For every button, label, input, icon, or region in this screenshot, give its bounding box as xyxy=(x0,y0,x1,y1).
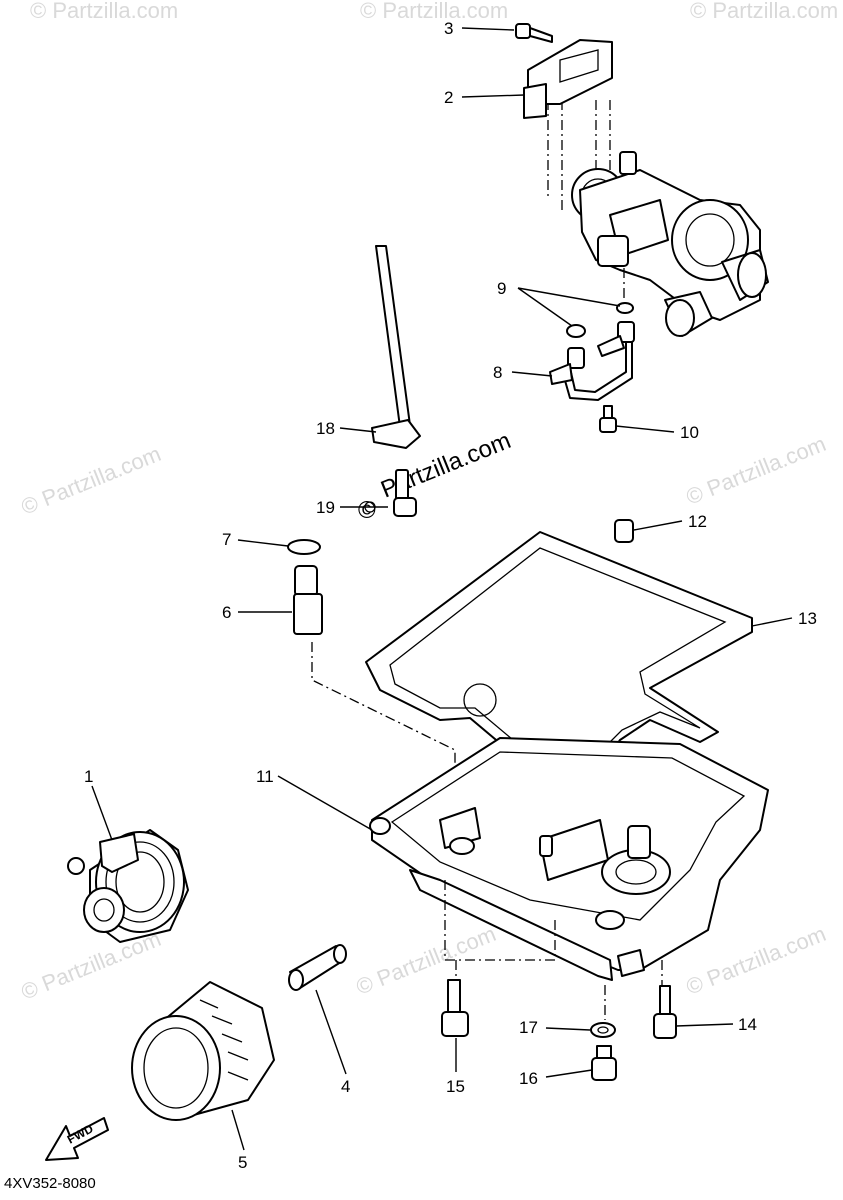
o-ring-part-7 xyxy=(287,539,321,555)
bolt-part-15 xyxy=(441,979,469,1037)
callout-10: 10 xyxy=(680,423,699,442)
callout-4: 4 xyxy=(341,1077,350,1096)
oil-strainer-pipe xyxy=(371,245,421,517)
callout-5: 5 xyxy=(238,1153,247,1172)
o-ring-part-9 xyxy=(566,324,586,338)
oil-cooler-part-1 xyxy=(67,829,189,943)
oil-pump-assembly xyxy=(515,23,769,337)
callout-2: 2 xyxy=(444,88,453,107)
watermark: © Partzilla.com xyxy=(353,921,500,1000)
callout-3: 3 xyxy=(444,19,453,38)
callout-14: 14 xyxy=(738,1015,757,1034)
diagram-code: 4XV352-8080 xyxy=(4,1175,96,1192)
leader-lines xyxy=(91,27,793,1151)
callout-12: 12 xyxy=(688,512,707,531)
drain-bolt-part-16 xyxy=(591,1045,617,1081)
callout-17: 17 xyxy=(519,1018,538,1037)
callout-9: 9 xyxy=(497,279,506,298)
oil-filter-part-5 xyxy=(131,981,275,1121)
watermark: © Partzilla.com xyxy=(18,926,165,1005)
fwd-direction-arrow: FWD xyxy=(45,1117,109,1161)
o-ring-part-9 xyxy=(616,302,634,314)
sleeve-part-6 xyxy=(293,565,456,830)
watermark: © Partzilla.com xyxy=(30,0,178,23)
callout-16: 16 xyxy=(519,1069,538,1088)
washer-part-17 xyxy=(590,1022,616,1038)
watermark: © Partzilla.com xyxy=(690,0,838,23)
fitting-part-4 xyxy=(288,944,347,991)
bolt-part-14 xyxy=(653,985,677,1039)
bolt-part-10 xyxy=(599,405,617,433)
callout-11: 11 xyxy=(256,767,274,786)
callout-numbers: 3 2 9 8 10 18 19 7 6 12 13 11 1 4 5 14 1… xyxy=(84,19,817,1172)
screw-part-3 xyxy=(515,23,553,43)
callout-15: 15 xyxy=(446,1077,465,1096)
dowel-pin-part-12 xyxy=(614,519,634,543)
oil-pan-part-11 xyxy=(369,737,769,1020)
callout-8: 8 xyxy=(493,363,502,382)
callout-19: 19 xyxy=(316,498,335,517)
watermark: © Partzilla.com xyxy=(683,431,830,510)
callout-7: 7 xyxy=(222,530,231,549)
gasket-part-13 xyxy=(365,531,753,791)
callout-1: 1 xyxy=(84,767,93,786)
oil-pipe-part-8 xyxy=(549,321,635,401)
watermark: © Partzilla.com xyxy=(18,441,165,520)
callout-18: 18 xyxy=(316,419,335,438)
watermark: © Partzilla.com xyxy=(360,0,508,23)
callout-13: 13 xyxy=(798,609,817,628)
callout-6: 6 xyxy=(222,603,231,622)
